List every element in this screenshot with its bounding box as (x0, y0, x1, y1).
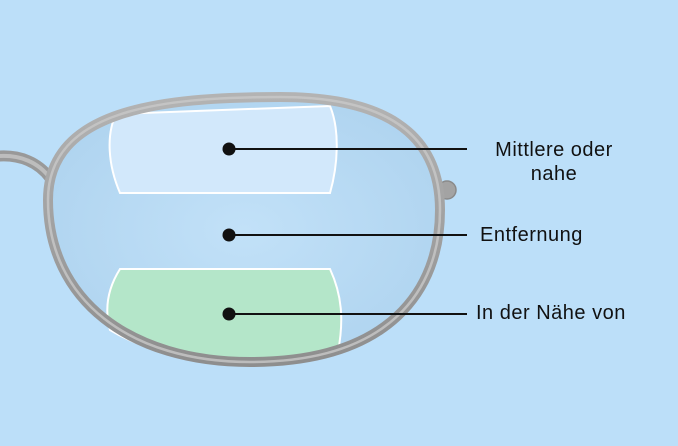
label-near: In der Nähe von (476, 302, 626, 324)
label-intermediate-line2: nahe (530, 163, 578, 185)
pointer-near (222, 307, 467, 321)
pointer-distance (222, 228, 467, 242)
pointer-intermediate (222, 142, 467, 156)
label-intermediate: Mittlere oder nahe (474, 138, 634, 186)
label-intermediate-line1: Mittlere oder (495, 139, 613, 161)
label-distance: Entfernung (480, 224, 583, 246)
